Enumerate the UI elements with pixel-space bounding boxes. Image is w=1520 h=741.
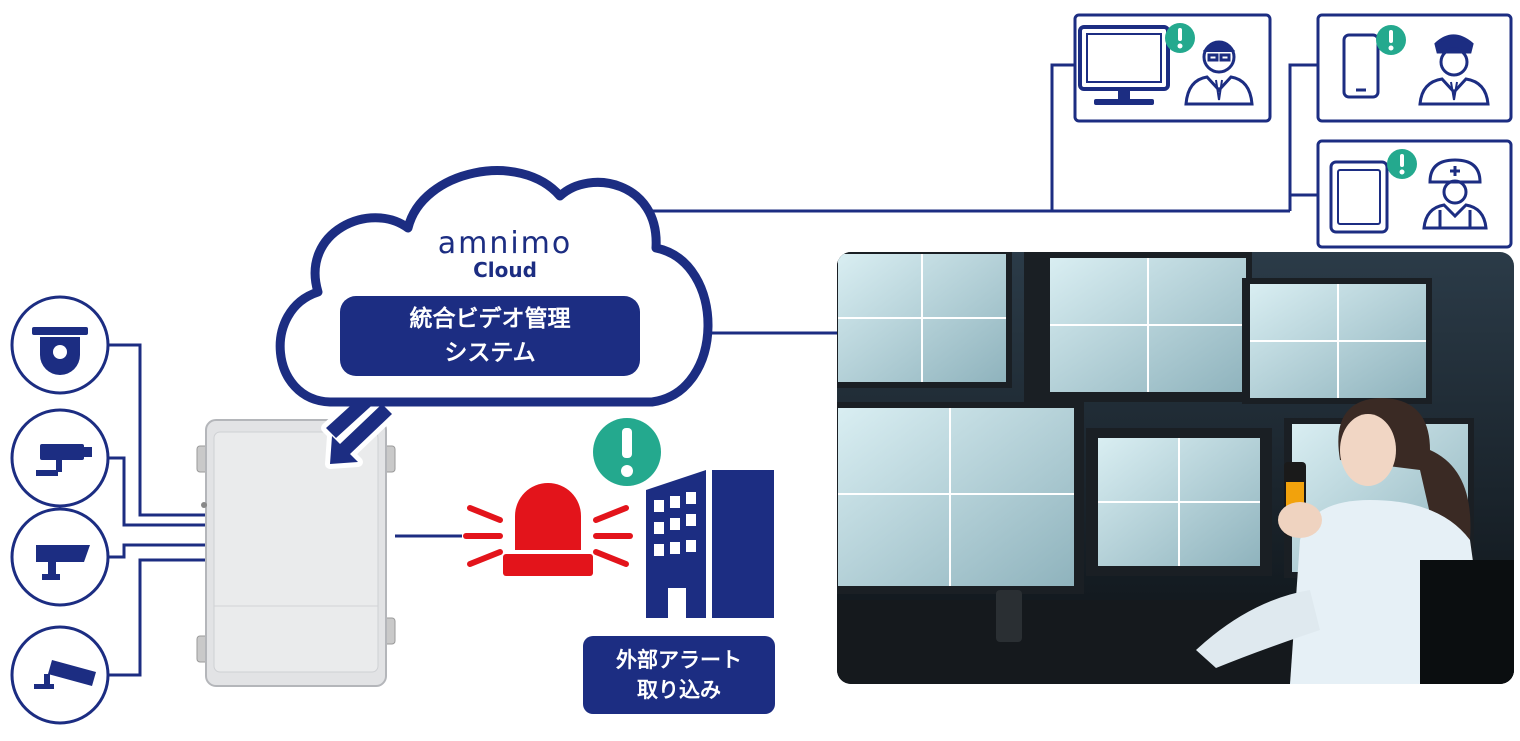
bullet-camera-icon [10, 507, 110, 607]
smartphone-icon [1342, 33, 1380, 99]
alarm-light-icon [463, 483, 633, 576]
user-card-smartphone [1316, 13, 1513, 123]
cloud-brand-subtitle: Cloud [473, 258, 537, 282]
external-alert-label: 外部アラート 取り込み [583, 636, 775, 714]
dome-camera-icon [10, 295, 110, 395]
box-camera-icon [10, 408, 110, 508]
alert-badge-icon [1376, 25, 1406, 55]
alert-badge-icon [1387, 149, 1417, 179]
wall-camera-icon [10, 625, 110, 725]
security-guard-icon [1418, 34, 1490, 106]
user-card-tablet [1316, 139, 1513, 249]
desktop-monitor-icon [1078, 25, 1170, 105]
alert-badge-icon [1165, 23, 1195, 53]
tablet-icon [1329, 160, 1389, 234]
alert-badge-icon [593, 418, 661, 486]
construction-worker-icon [1422, 158, 1488, 230]
user-card-desktop [1073, 13, 1272, 123]
edge-gateway-enclosure [196, 419, 396, 687]
connection-lines [108, 63, 1318, 677]
office-worker-icon [1184, 40, 1254, 106]
cloud-brand-title: amnimo [437, 226, 573, 261]
video-management-system-label: 統合ビデオ管理 システム [340, 296, 640, 376]
building-icon [646, 470, 774, 618]
monitoring-room-photo [837, 252, 1514, 684]
